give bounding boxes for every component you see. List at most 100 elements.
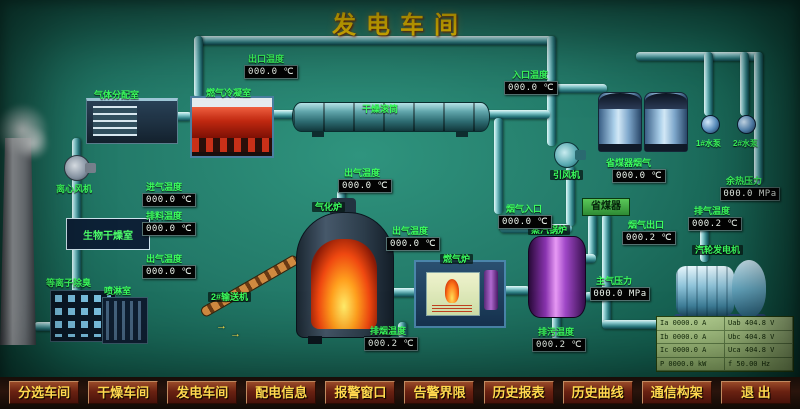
conveyor-label: 2#输送机 — [208, 292, 252, 303]
outgas-temp-value: 000.0 ℃ — [142, 265, 196, 279]
gasifier-out-temp-value: 000.0 ℃ — [338, 179, 392, 193]
menu-alarm-limits[interactable]: 告警界限 — [404, 381, 475, 404]
outgas-temp-label: 出气温度 — [146, 254, 183, 264]
tank-dome-icon — [645, 93, 687, 109]
plasma-windows-icon — [55, 295, 111, 337]
gasifier-vessel — [296, 212, 394, 338]
pipe-condenser-riser — [194, 36, 203, 98]
drying-drum — [292, 102, 490, 132]
flue-outlet-temp-label: 烟气出口 — [628, 220, 665, 230]
table-cell: Ib 0000.0 A — [657, 330, 725, 343]
tank-dome-icon — [599, 93, 641, 109]
flue-outlet-temp-value: 000.2 ℃ — [622, 231, 676, 245]
drum-bands-icon — [293, 103, 489, 131]
pipe-generator-line — [602, 320, 684, 329]
bottom-menu-bar: 分选车间 干燥车间 发电车间 配电信息 报警窗口 告警界限 历史报表 历史曲线 … — [0, 377, 800, 409]
intake-temp-value: 000.0 ℃ — [142, 193, 196, 207]
generator-end-cap — [732, 260, 766, 318]
storage-tank-2 — [644, 92, 688, 152]
gas-distribution-label: 气体分配室 — [94, 90, 140, 100]
plasma-label: 等离子除臭 — [46, 278, 92, 288]
pipe-furnace-drain — [398, 322, 407, 338]
steam-boiler — [528, 236, 586, 318]
fan-hub — [85, 163, 96, 173]
induced-fan-label: 引风机 — [550, 170, 584, 181]
pipe-right-drop — [547, 36, 556, 90]
pipe-tank-feed — [547, 84, 607, 93]
furnace-drain-temp-label: 排烟温度 — [370, 326, 407, 336]
menu-power-workshop[interactable]: 发电车间 — [167, 381, 238, 404]
spray-streaks-icon — [106, 301, 144, 340]
pipe-fan-drop — [547, 84, 556, 146]
conveyor-chain — [199, 253, 301, 319]
drum-leg — [456, 129, 468, 137]
table-cell: Ia 0000.0 A — [657, 317, 725, 330]
menu-exit[interactable]: 退 出 — [720, 381, 791, 404]
pipe-condenser-drum — [266, 110, 296, 119]
economizer-label: 省煤器 — [582, 198, 630, 216]
pipe-econ-boiler-v — [588, 214, 597, 258]
bio-drying-room: 生物干燥室 — [66, 218, 150, 250]
condenser-fins-icon — [192, 138, 272, 152]
gas-furnace — [414, 260, 506, 328]
furnace-out-temp-value: 000.0 ℃ — [386, 237, 440, 251]
gas-furnace-label: 燃气炉 — [440, 254, 474, 265]
pump-1-label: 1#水泵 — [696, 139, 721, 148]
pipe-pump-line — [636, 52, 762, 61]
pipe-drum-right — [486, 110, 550, 119]
table-cell: Ic 0000.0 A — [657, 344, 725, 357]
flame-icon — [445, 279, 459, 303]
menu-history-curve[interactable]: 历史曲线 — [562, 381, 633, 404]
smoke-cloud-icon — [14, 126, 50, 160]
menu-sorting-workshop[interactable]: 分选车间 — [9, 381, 80, 404]
gas-condenser — [190, 96, 274, 158]
induced-fan-icon — [554, 142, 586, 168]
furnace-duct — [484, 270, 498, 310]
menu-communication[interactable]: 通信构架 — [641, 381, 712, 404]
flame-icon — [311, 239, 377, 329]
pipe-flue-drop — [494, 118, 503, 214]
menu-alarm-window[interactable]: 报警窗口 — [325, 381, 396, 404]
tank-band — [599, 144, 641, 151]
spray-room — [102, 297, 148, 344]
pipe-pump1-drop — [704, 52, 713, 116]
louver-slats-icon — [93, 106, 137, 136]
generator-body — [676, 266, 734, 316]
pipe-boiler-drain — [552, 314, 561, 340]
pipe-econ-down — [602, 214, 611, 326]
pipe-top-main — [198, 36, 552, 45]
pump-2-icon — [737, 115, 756, 134]
flow-arrow-icon: → — [216, 320, 227, 332]
outlet-temp-label: 出口温度 — [248, 54, 285, 64]
waste-pressure-label: 余热压力 — [726, 176, 763, 186]
furnace-screen — [426, 272, 480, 316]
bio-drying-room-label: 生物干燥室 — [83, 230, 133, 242]
pipe-fan-down — [566, 166, 575, 226]
tank-band — [645, 144, 687, 151]
inlet-temp-label: 入口温度 — [512, 70, 549, 80]
menu-history-report[interactable]: 历史报表 — [483, 381, 554, 404]
menu-drying-workshop[interactable]: 干燥车间 — [88, 381, 159, 404]
pipe-pump2-drop — [740, 52, 749, 116]
spray-room-label: 喷淋室 — [104, 286, 132, 296]
centrifugal-fan-icon — [64, 155, 96, 181]
generator-label: 汽轮发电机 — [692, 245, 744, 256]
outlet-temp-value: 000.0 ℃ — [244, 65, 298, 79]
pipe-right-edge — [754, 52, 763, 184]
menu-distribution-info[interactable]: 配电信息 — [246, 381, 317, 404]
condenser-body — [192, 107, 272, 138]
centrifugal-fan-label: 离心风机 — [56, 184, 93, 194]
chimney — [0, 138, 36, 345]
fan-hub — [575, 150, 586, 160]
steam-boiler-label: 蒸汽锅炉 — [528, 225, 571, 236]
flow-arrow-icon: → — [230, 328, 241, 340]
page-title: 发电车间 — [332, 12, 468, 39]
condenser-label: 燃气冷凝室 — [206, 88, 252, 98]
pipe-econ-boiler-h — [582, 254, 596, 263]
furnace-drain-temp-value: 000.2 ℃ — [364, 337, 418, 351]
exhaust-temp-value: 000.2 ℃ — [688, 217, 742, 231]
flue-inlet-temp-label: 烟气入口 — [506, 204, 543, 214]
